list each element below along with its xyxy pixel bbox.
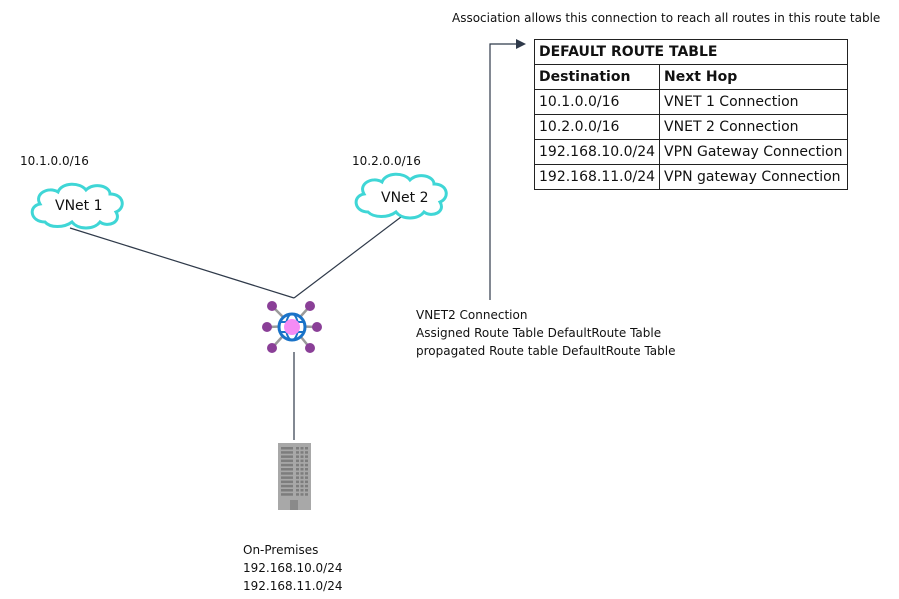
default-route-table: DEFAULT ROUTE TABLE Destination Next Hop… — [533, 39, 848, 190]
vnet1-cloud-icon — [30, 182, 124, 230]
route-table-title: DEFAULT ROUTE TABLE — [534, 39, 848, 65]
column-header-destination: Destination — [533, 64, 661, 90]
on-premises-label: On-Premises — [243, 543, 319, 557]
destination-cell: 10.1.0.0/16 — [533, 89, 661, 115]
on-premises-info: On-Premises 192.168.10.0/24 192.168.11.0… — [243, 541, 342, 595]
arrow-head-icon — [516, 39, 526, 49]
column-header-next-hop: Next Hop — [659, 64, 848, 90]
connection-name: VNET2 Connection — [416, 308, 528, 322]
assigned-route-table: Assigned Route Table DefaultRoute Table — [416, 326, 662, 340]
association-arrow — [489, 43, 518, 300]
propagated-route-table: propagated Route table DefaultRoute Tabl… — [416, 344, 676, 358]
next-hop-cell: VPN gateway Connection — [659, 164, 848, 190]
association-note: Association allows this connection to re… — [452, 11, 881, 25]
vnet1-label: VNet 1 — [55, 198, 103, 214]
next-hop-cell: VPN Gateway Connection — [659, 139, 848, 165]
connection-info: VNET2 Connection Assigned Route Table De… — [416, 306, 675, 360]
next-hop-cell: VNET 2 Connection — [659, 114, 848, 140]
vnet1-link — [69, 227, 295, 299]
vnet1-cidr: 10.1.0.0/16 — [20, 154, 89, 168]
destination-cell: 192.168.11.0/24 — [533, 164, 661, 190]
destination-cell: 10.2.0.0/16 — [533, 114, 661, 140]
on-premises-cidr-1: 192.168.10.0/24 — [243, 561, 343, 575]
vnet2-label: VNet 2 — [381, 190, 429, 206]
vnet2-link — [293, 213, 406, 299]
next-hop-cell: VNET 1 Connection — [659, 89, 848, 115]
vnet2-cidr: 10.2.0.0/16 — [352, 154, 421, 168]
destination-cell: 192.168.10.0/24 — [533, 139, 661, 165]
on-premises-cidr-2: 192.168.11.0/24 — [243, 579, 343, 593]
virtual-hub-icon — [262, 301, 322, 353]
on-premises-building-icon — [278, 443, 311, 510]
vnet2-cloud-icon — [354, 172, 448, 220]
